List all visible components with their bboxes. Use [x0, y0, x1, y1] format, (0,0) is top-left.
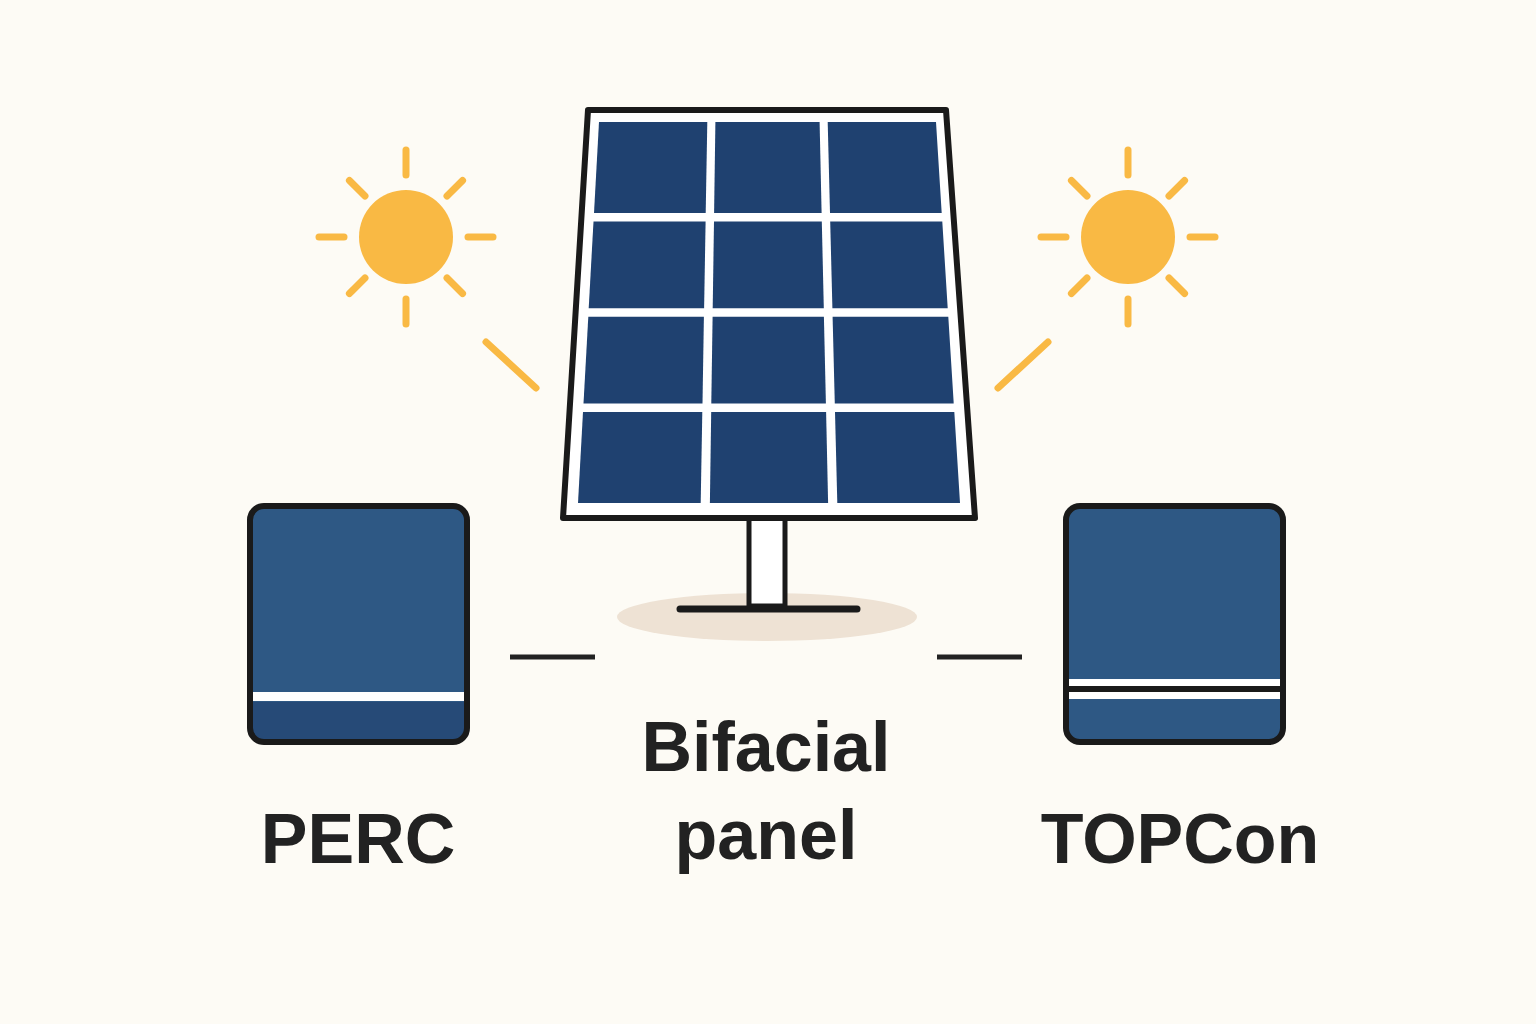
sun-ray	[1071, 180, 1087, 196]
cell-layer	[253, 702, 464, 739]
sun-ray	[1125, 299, 1132, 324]
sun-ray	[1041, 234, 1066, 241]
panel-cell	[828, 122, 942, 213]
sun-ray	[1169, 180, 1185, 196]
panel-base	[680, 606, 857, 613]
panel-cell	[578, 412, 702, 503]
panel-frame	[563, 110, 975, 518]
panel-cell	[714, 122, 822, 213]
sun-ray	[349, 278, 365, 294]
panel-cell	[713, 221, 824, 308]
connector-line	[510, 657, 595, 658]
panel-cell	[594, 122, 707, 213]
cell-body	[1066, 506, 1283, 742]
labeled-component: Bifacial panel	[595, 105, 937, 885]
panel-cell	[833, 317, 954, 404]
component-label: TOPCon	[1022, 795, 1338, 883]
panel-cell	[584, 317, 704, 404]
cell-layer-line	[1069, 679, 1280, 686]
cell-oxide	[1069, 686, 1280, 692]
panel-stand	[749, 518, 785, 606]
component-label: Bifacial panel	[595, 703, 937, 879]
sun-disc	[359, 190, 453, 284]
sun-ray	[403, 299, 410, 324]
panel-cell	[711, 317, 826, 404]
panel-cell	[710, 412, 828, 503]
sun-ray	[447, 278, 463, 294]
sun-icons	[319, 150, 1215, 388]
panel-cell	[830, 221, 948, 308]
labeled-component: PERC	[240, 505, 510, 889]
cell-outline	[1066, 506, 1283, 742]
sun-ray	[1169, 278, 1185, 294]
sun-ray	[447, 180, 463, 196]
sun-ray	[1071, 278, 1087, 294]
cell-body	[250, 506, 467, 742]
cell-layer-line	[1069, 692, 1280, 699]
sun-ray	[403, 150, 410, 175]
sun-ray	[468, 234, 493, 241]
connector-line	[937, 657, 1022, 658]
component-label: PERC	[248, 795, 468, 883]
sun-ray	[1125, 150, 1132, 175]
light-ray	[998, 342, 1048, 388]
cell-layer-line	[253, 692, 464, 701]
cell-outline	[250, 506, 467, 742]
labeled-component: TOPCon	[1022, 505, 1338, 889]
sun-ray	[1190, 234, 1215, 241]
sun-disc	[1081, 190, 1175, 284]
panel-cell	[589, 221, 706, 308]
sun-ray	[319, 234, 344, 241]
connector-stroke	[510, 655, 595, 660]
light-ray	[486, 342, 536, 388]
connector-stroke	[937, 655, 1022, 660]
panel-cell	[835, 412, 960, 503]
sun-ray	[349, 180, 365, 196]
